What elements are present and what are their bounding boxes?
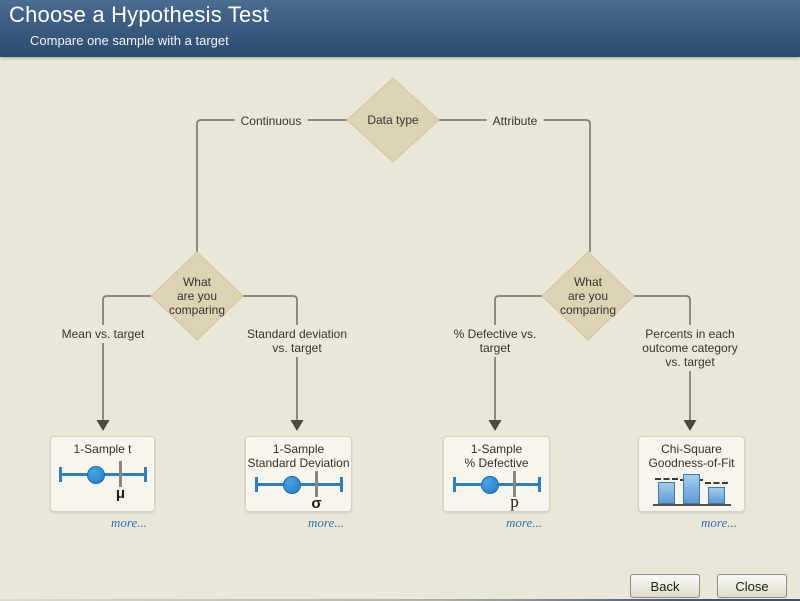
target-tick-icon [512, 471, 516, 497]
arrowhead-stdev [290, 420, 304, 431]
page-title: Choose a Hypothesis Test [9, 2, 269, 27]
more-link-1-sample-standard-deviation[interactable]: more... [308, 515, 344, 530]
header: Choose a Hypothesis Test Compare one sam… [0, 0, 800, 57]
card-1-sample-standard-deviation[interactable]: 1-Sample Standard Deviation σ [245, 436, 352, 512]
expected-line-icon [654, 478, 678, 480]
connector-defective [494, 295, 542, 420]
sigma-symbol: σ [311, 495, 322, 512]
diamond-label-comparing-right: What are you comparing [559, 275, 617, 317]
connector-continuous [196, 119, 347, 252]
expected-line-icon [704, 482, 728, 484]
leaf-label-stdev-vs-target: Standard deviation vs. target [240, 325, 354, 357]
card-title: 1-Sample Standard Deviation [247, 442, 350, 470]
decision-diamond-attribute [541, 251, 635, 341]
diamond-label-data-type: Data type [367, 113, 419, 127]
dot-plot-target-icon: μ [58, 461, 147, 503]
leaf-label-mean-vs-target: Mean vs. target [55, 325, 151, 343]
page-subtitle: Compare one sample with a target [30, 33, 229, 48]
leaf-label-percents-vs-target: Percents in each outcome category vs. ta… [636, 325, 744, 371]
target-tick-icon [118, 461, 122, 487]
mu-symbol: μ [115, 485, 126, 502]
decision-diamond-continuous [150, 251, 244, 341]
p-symbol: p [510, 492, 519, 511]
card-title: 1-Sample t [73, 442, 132, 456]
connector-mean [102, 295, 151, 420]
bar-icon [707, 487, 725, 504]
sample-point-icon [480, 476, 499, 494]
interval-right-cap [537, 477, 541, 492]
interval-right-cap [339, 477, 343, 492]
diamond-label-comparing-left: What are you comparing [168, 275, 226, 317]
dot-plot-target-icon: σ [254, 471, 343, 513]
card-title: Chi-Square Goodness-of-Fit [648, 442, 735, 470]
branch-label-continuous: Continuous [234, 112, 308, 130]
window-bottom-edge [0, 599, 800, 601]
card-1-sample-percent-defective[interactable]: 1-Sample % Defective p [443, 436, 550, 512]
connector-attribute [439, 119, 591, 252]
branch-label-attribute: Attribute [486, 112, 544, 130]
card-1-sample-t[interactable]: 1-Sample t μ [50, 436, 155, 512]
leaf-label-defective-vs-target: % Defective vs. target [447, 325, 543, 357]
dot-plot-target-icon: p [452, 471, 541, 513]
card-title: 1-Sample % Defective [464, 442, 529, 470]
arrowhead-defective [488, 420, 502, 431]
interval-right-cap [143, 467, 147, 482]
more-link-1-sample-percent-defective[interactable]: more... [506, 515, 542, 530]
sample-point-icon [282, 476, 301, 494]
connector-stdev [243, 295, 298, 420]
axis-line-icon [652, 504, 731, 506]
back-button[interactable]: Back [630, 574, 700, 598]
decision-diamond-data-type [346, 77, 440, 163]
card-chi-square-goodness-of-fit[interactable]: Chi-Square Goodness-of-Fit [638, 436, 745, 512]
bar-chart-icon [652, 473, 731, 509]
arrowhead-percents [683, 420, 697, 431]
more-link-1-sample-t[interactable]: more... [111, 515, 147, 530]
bar-icon [657, 482, 675, 504]
close-button[interactable]: Close [717, 574, 787, 598]
more-link-chi-square-goodness-of-fit[interactable]: more... [701, 515, 737, 530]
connector-percents [634, 295, 691, 420]
arrowhead-mean [96, 420, 110, 431]
bar-icon [682, 474, 700, 504]
target-tick-icon [314, 471, 318, 497]
sample-point-icon [86, 466, 105, 484]
